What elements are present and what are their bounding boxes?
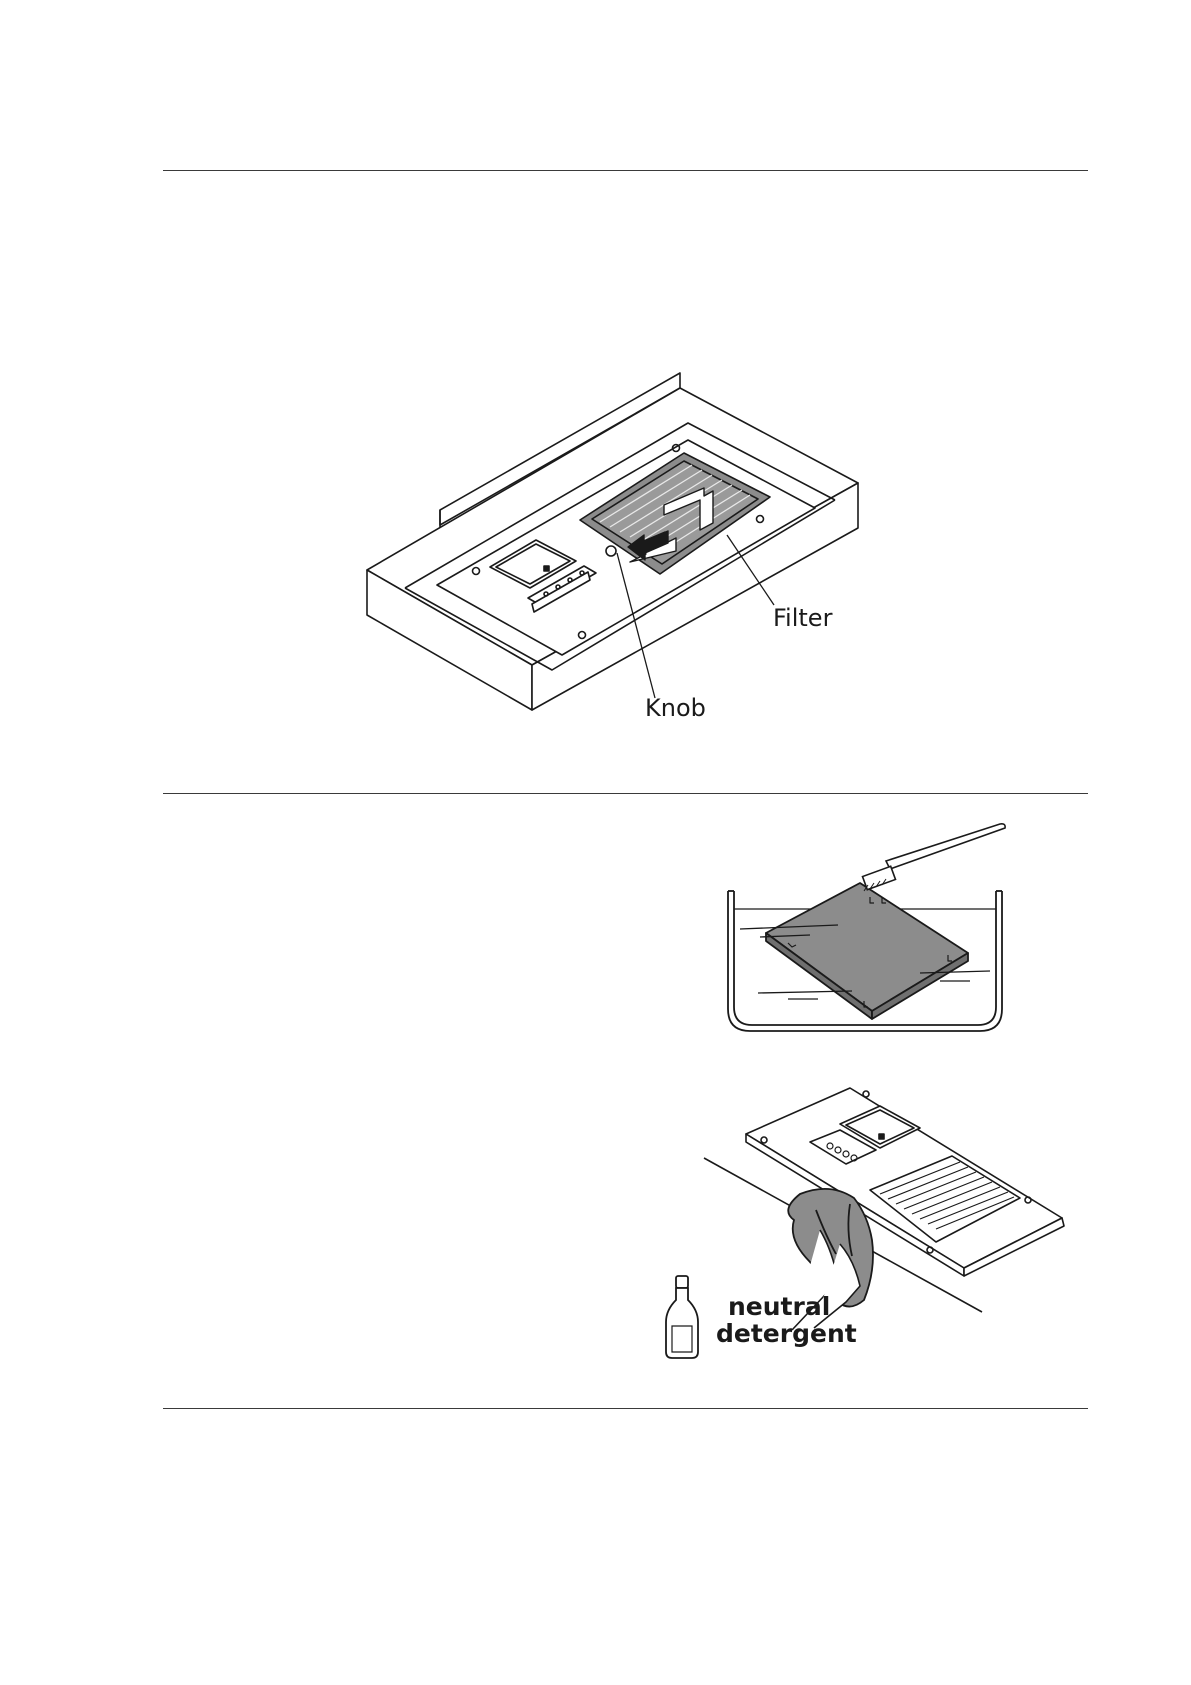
wipe-with-cloth-illustration: neutral detergent [650, 1090, 1070, 1360]
bottom-rule [163, 1408, 1088, 1409]
toothbrush-icon [863, 824, 1006, 891]
detergent-bottle-icon [666, 1276, 698, 1358]
detergent-label-line2: detergent [716, 1319, 857, 1348]
detergent-label-line1: neutral [728, 1292, 830, 1321]
filter-in-water-illustration [700, 825, 1020, 1035]
range-hood-illustration: Filter Knob [0, 0, 1191, 760]
middle-rule [163, 793, 1088, 794]
filter-label: Filter [773, 604, 833, 632]
knob-label: Knob [645, 694, 706, 722]
